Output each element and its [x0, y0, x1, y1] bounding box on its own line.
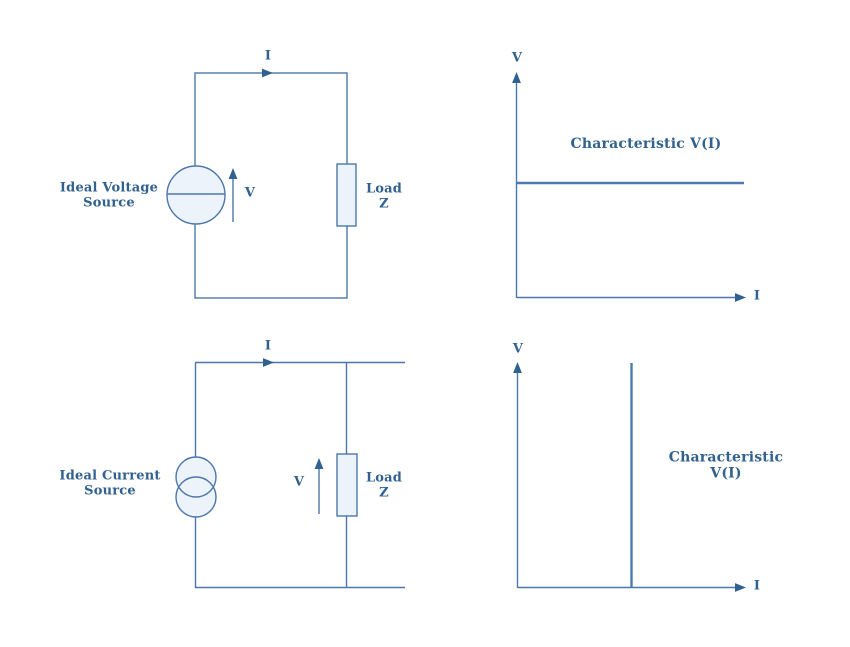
v-axis-label: V	[511, 50, 523, 66]
source-name-label: Ideal Current Source	[59, 468, 161, 498]
current-arrow-icon	[262, 68, 273, 78]
current-source-characteristic-graph	[513, 362, 746, 592]
voltage-source-characteristic-graph	[512, 72, 746, 302]
current-label: I	[264, 48, 272, 64]
ideal-current-source-circuit	[175, 358, 405, 589]
current-source-symbol-top	[175, 456, 217, 498]
current-source-symbol-bottom	[175, 476, 217, 518]
ideal-voltage-source-circuit	[166, 68, 357, 299]
voltage-arrow-icon	[228, 168, 238, 179]
i-axis-arrow-icon	[735, 293, 746, 302]
voltage-label: V	[244, 185, 256, 201]
current-arrow-icon	[263, 358, 274, 367]
voltage-arrow-icon	[314, 458, 324, 469]
load-label: Load Z	[365, 181, 403, 211]
v-axis-label: V	[512, 341, 524, 357]
source-name-label: Ideal Voltage Source	[59, 180, 159, 210]
load-label: Load Z	[365, 470, 403, 500]
v-axis-arrow-icon	[512, 72, 521, 83]
i-axis-arrow-icon	[735, 583, 746, 592]
voltage-source-symbol	[166, 165, 226, 225]
graph-title: Characteristic V(I)	[668, 449, 784, 481]
i-axis-label: I	[753, 288, 761, 304]
load-impedance-symbol	[336, 453, 358, 517]
i-axis-label: I	[753, 578, 761, 594]
current-label: I	[264, 338, 272, 354]
load-impedance-symbol	[336, 163, 357, 227]
voltage-label: V	[293, 474, 305, 490]
graph-title: Characteristic V(I)	[570, 136, 722, 153]
v-axis-arrow-icon	[513, 362, 522, 373]
